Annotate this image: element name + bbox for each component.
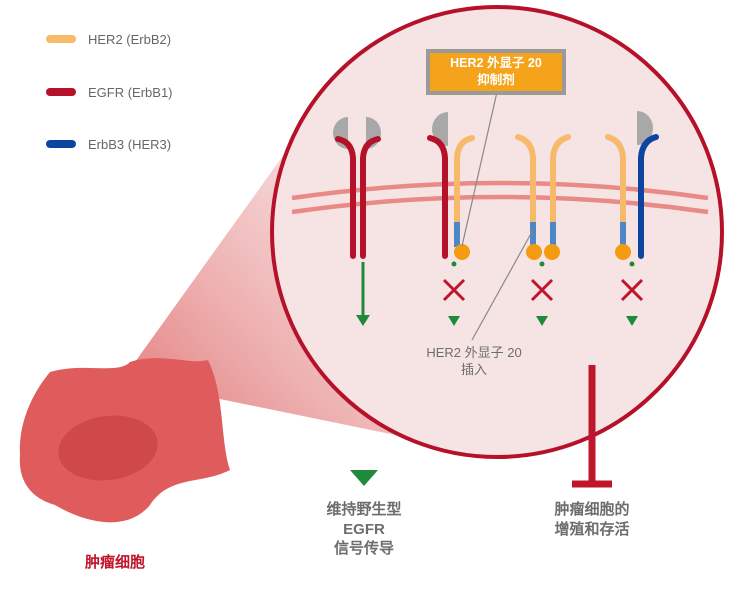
- insertion-label-line1: HER2 外显子 20: [426, 345, 522, 360]
- tumor-label: 肿瘤细胞: [84, 554, 145, 571]
- erbb3-swatch-icon: [46, 140, 76, 148]
- egfr-her2-dimer: [427, 112, 475, 326]
- tumor-nucleus: [58, 415, 158, 481]
- legend-her2: HER2 (ErbB2): [46, 29, 171, 49]
- legend-label: HER2 (ErbB2): [88, 31, 172, 47]
- survival-label-line1: 肿瘤细胞的: [554, 501, 630, 518]
- legend-label: EGFR (ErbB1): [88, 84, 173, 100]
- survival-label: 肿瘤细胞的 增殖和存活: [532, 500, 652, 539]
- insertion-pointer: [471, 229, 534, 341]
- legend-erbb3: ErbB3 (HER3): [46, 134, 171, 154]
- callout-line1: HER2 外显子 20: [450, 56, 542, 70]
- egfr-homodimer: [333, 117, 381, 326]
- wildtype-label: 维持野生型 EGFR 信号传导: [304, 500, 424, 559]
- insertion-label-line2: 插入: [460, 361, 487, 377]
- wildtype-label-line3: 信号传导: [333, 540, 394, 557]
- legend-label: ErbB3 (HER3): [88, 136, 172, 152]
- wildtype-label-line2: EGFR: [343, 520, 385, 538]
- wildtype-signal-arrow: [350, 470, 378, 486]
- inhibition-mark: [572, 365, 612, 488]
- her2-swatch-icon: [46, 35, 76, 43]
- survival-label-line2: 增殖和存活: [554, 520, 630, 538]
- inhibitor-callout: HER2 外显子 20 抑制剂: [426, 49, 566, 95]
- callout-pointer: [461, 91, 498, 247]
- insertion-label: HER2 外显子 20 插入: [404, 345, 544, 379]
- her2-homodimer: [515, 134, 571, 326]
- her2-erbb3-dimer: [605, 111, 659, 326]
- callout-line2: 抑制剂: [477, 73, 515, 87]
- wildtype-label-line1: 维持野生型: [326, 501, 402, 518]
- egfr-swatch-icon: [46, 88, 76, 96]
- cell-membrane: [291, 180, 709, 215]
- legend-egfr: EGFR (ErbB1): [46, 82, 173, 102]
- magnified-view: [270, 5, 724, 459]
